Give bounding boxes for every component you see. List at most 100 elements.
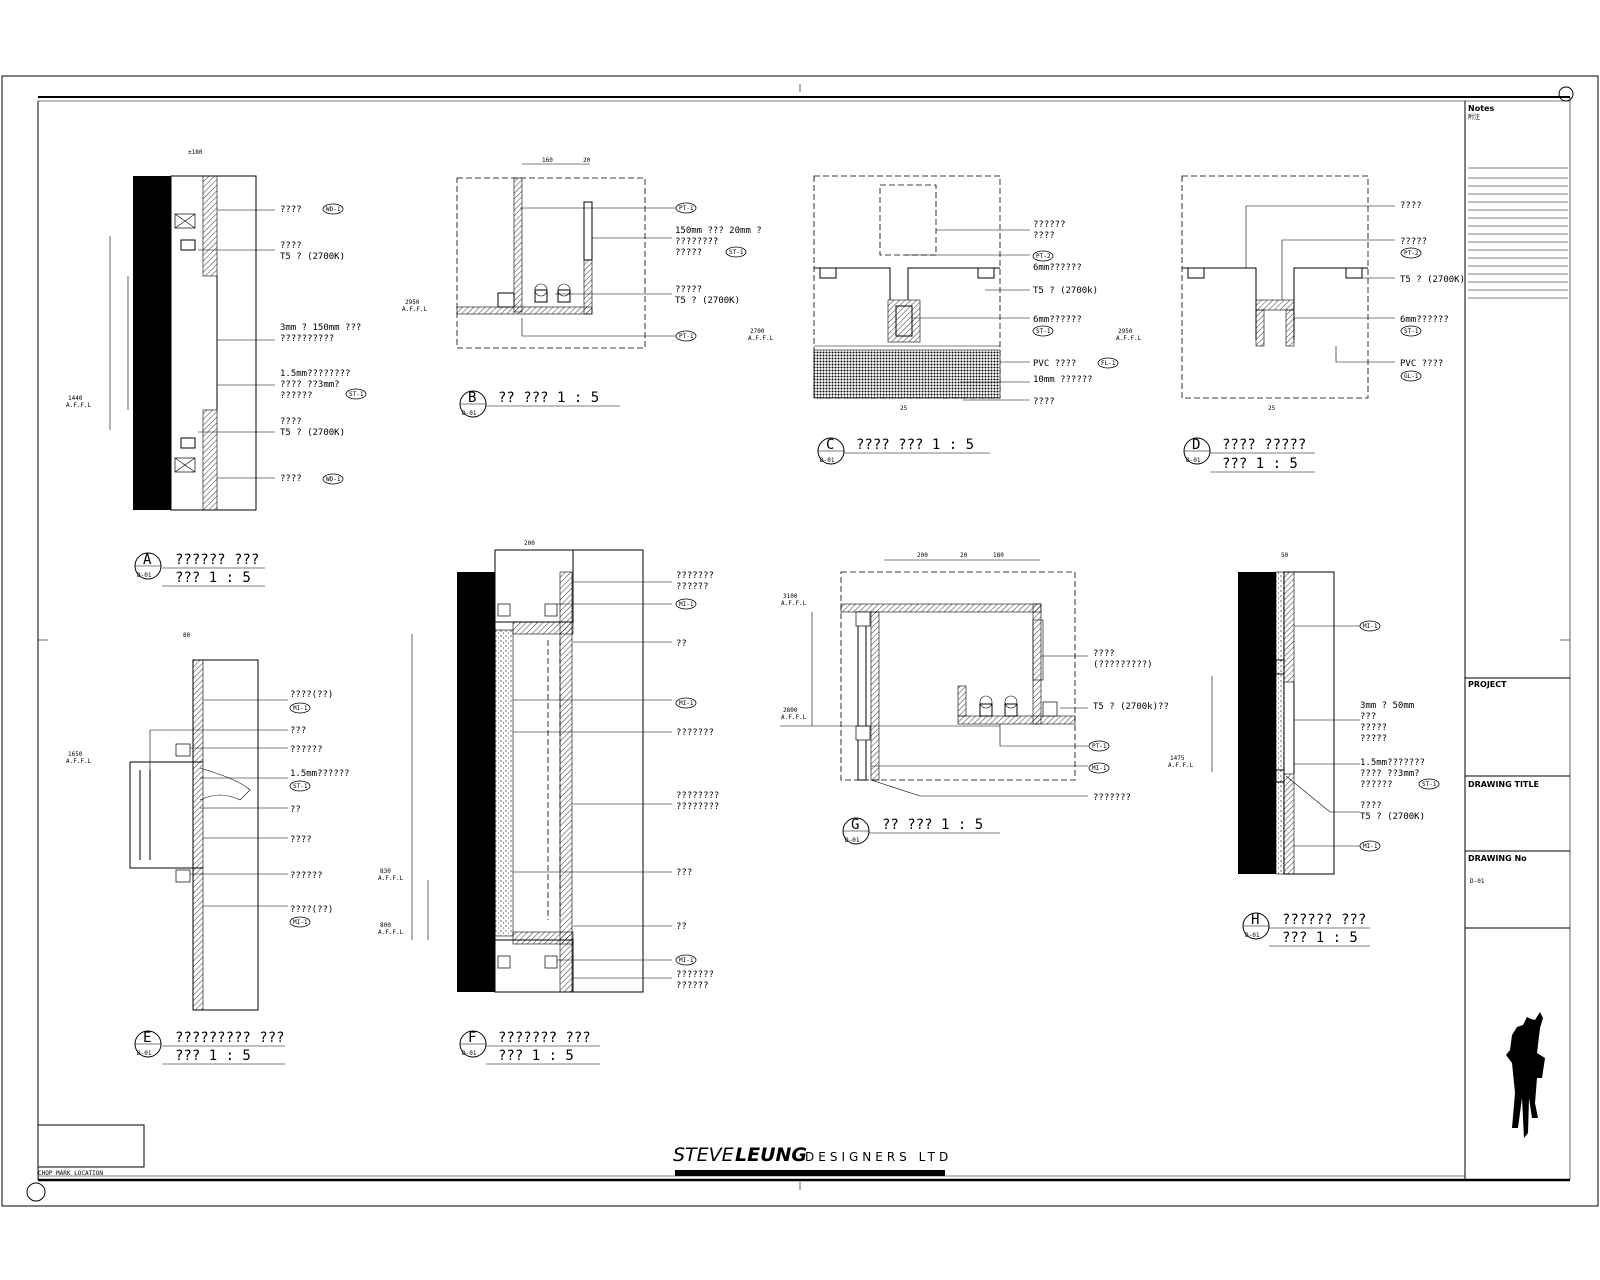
label-f-4: ??????? [676,728,714,738]
section-letter-b: B [468,390,476,406]
dim-e-level-ref: A.F.F.L [66,758,92,765]
section-ref-d: D-01 [1186,457,1201,464]
detail-a-title: ?????? ??? [175,552,259,568]
label-g-1: ???? [1093,649,1115,659]
dim-g-1: 200 [917,552,928,559]
drawing-title-label: DRAWING TITLE [1468,780,1539,789]
label-f-8: ?? [676,922,687,932]
label-f-6: ???????? [676,802,719,812]
label-h-6: ???? ??3mm? [1360,769,1420,779]
drawing-no-label: DRAWING No [1468,854,1527,863]
section-letter-d: D [1192,437,1200,453]
label-e-8: ????(??) [290,905,333,915]
dim-c-width: 25 [900,405,908,412]
dim-f-level-1-ref: A.F.F.L [378,875,404,882]
detail-e: ????(??) MI-1 ??? ?????? 1.5mm?????? ST-… [66,632,350,1065]
detail-e-title: ????????? ??? [175,1030,285,1046]
section-letter-e: E [143,1030,151,1046]
label-f-5: ???????? [676,791,719,801]
section-ref-h: D-01 [1245,932,1260,939]
tag-c-1: PT-2 [1036,253,1051,260]
notes-subtitle: 附注 [1468,113,1480,121]
label-d-1: ???? [1400,201,1422,211]
dim-h-top: 50 [1281,552,1289,559]
label-h-7: ?????? [1360,780,1393,790]
dim-f-level-1: 830 [380,868,391,875]
dim-b-level-ref: A.F.F.L [402,306,428,313]
dim-a-top: ±180 [188,149,203,156]
label-h-4: ????? [1360,734,1387,744]
tag-b-3: PT-1 [679,333,694,340]
tag-g-1: PT-1 [1092,743,1107,750]
section-letter-g: G [851,817,859,833]
label-a-3: T5 ? (2700K) [280,252,345,262]
label-f-3: ?? [676,639,687,649]
label-c-7: 10mm ?????? [1033,375,1093,385]
dim-c-level: 2700 [750,328,765,335]
brand-designers: DESIGNERS LTD [805,1150,952,1164]
label-c-2: ???? [1033,231,1055,241]
dim-d-level: 2950 [1118,328,1133,335]
section-ref-a: D-01 [137,572,152,579]
tag-b-1: PT-1 [679,205,694,212]
tag-f-2: MI-1 [679,700,694,707]
detail-a-scale: ??? 1 : 5 [175,570,251,586]
label-b-5: T5 ? (2700K) [675,296,740,306]
label-a-7: ???? ??3mm? [280,380,340,390]
label-e-5: ?? [290,805,301,815]
label-h-9: T5 ? (2700K) [1360,812,1425,822]
label-h-2: ??? [1360,712,1376,722]
tag-g-2: MI-1 [1092,765,1107,772]
tag-e-3: MI-1 [293,919,308,926]
section-ref-e: D-01 [137,1050,152,1057]
detail-h: MI-1 3mm ? 50mm ??? ????? ????? 1.5mm???… [1168,552,1440,947]
label-e-3: ?????? [290,745,323,755]
dim-b-1: 160 [542,157,553,164]
tag-d-1: PT-2 [1404,250,1419,257]
label-h-3: ????? [1360,723,1387,733]
dim-b-2: 20 [583,157,591,164]
section-letter-f: F [468,1030,476,1046]
detail-f: ??????? ?????? MI-1 ?? MI-1 ??????? ????… [378,540,719,1065]
label-e-1: ????(??) [290,690,333,700]
detail-g: ???? (?????????) T5 ? (2700k)?? PT-1 MI-… [780,552,1169,845]
label-g-4: ??????? [1093,793,1131,803]
dim-h-level: 1475 [1170,755,1185,762]
dim-g-level-2: 2800 [783,707,798,714]
detail-d-title: ???? ????? [1222,437,1306,453]
dim-g-level-2-ref: A.F.F.L [781,714,807,721]
dim-b-level: 2950 [405,299,420,306]
label-c-8: ???? [1033,397,1055,407]
label-c-5: 6mm?????? [1033,315,1082,325]
label-d-5: PVC ???? [1400,359,1443,369]
label-f-7: ??? [676,868,692,878]
label-h-8: ???? [1360,801,1382,811]
label-a-8: ?????? [280,391,313,401]
detail-c: ?????? ???? PT-2 6mm?????? T5 ? (2700k) … [748,175,1119,465]
detail-b: 160 20 2950 A.F.F.L PT-1 150mm ??? 20mm … [402,157,762,418]
modulor-figure-icon [1506,1012,1545,1138]
detail-d-scale: ??? 1 : 5 [1222,456,1298,472]
dim-f-top: 200 [524,540,535,547]
section-ref-f: D-01 [462,1050,477,1057]
label-h-5: 1.5mm??????? [1360,758,1425,768]
dim-g-level-1: 3100 [783,593,798,600]
label-a-1: ???? [280,205,302,215]
dim-a-level-ref: A.F.F.L [66,402,92,409]
tag-e-1: MI-1 [293,705,308,712]
label-d-4: 6mm?????? [1400,315,1449,325]
label-b-3: ????? [675,248,702,258]
sheet-frame [1,75,1599,1207]
dim-a-level: 1440 [68,395,83,402]
tag-h-1: MI-1 [1363,623,1378,630]
detail-h-scale: ??? 1 : 5 [1282,930,1358,946]
tag-a-3: WD-1 [326,476,341,483]
tag-b-2: ST-1 [729,249,744,256]
tag-c-2: ST-1 [1036,328,1051,335]
detail-g-title: ?? ??? 1 : 5 [882,817,983,833]
detail-e-scale: ??? 1 : 5 [175,1048,251,1064]
label-e-7: ?????? [290,871,323,881]
dim-g-3: 180 [993,552,1004,559]
label-a-6: 1.5mm???????? [280,369,350,379]
